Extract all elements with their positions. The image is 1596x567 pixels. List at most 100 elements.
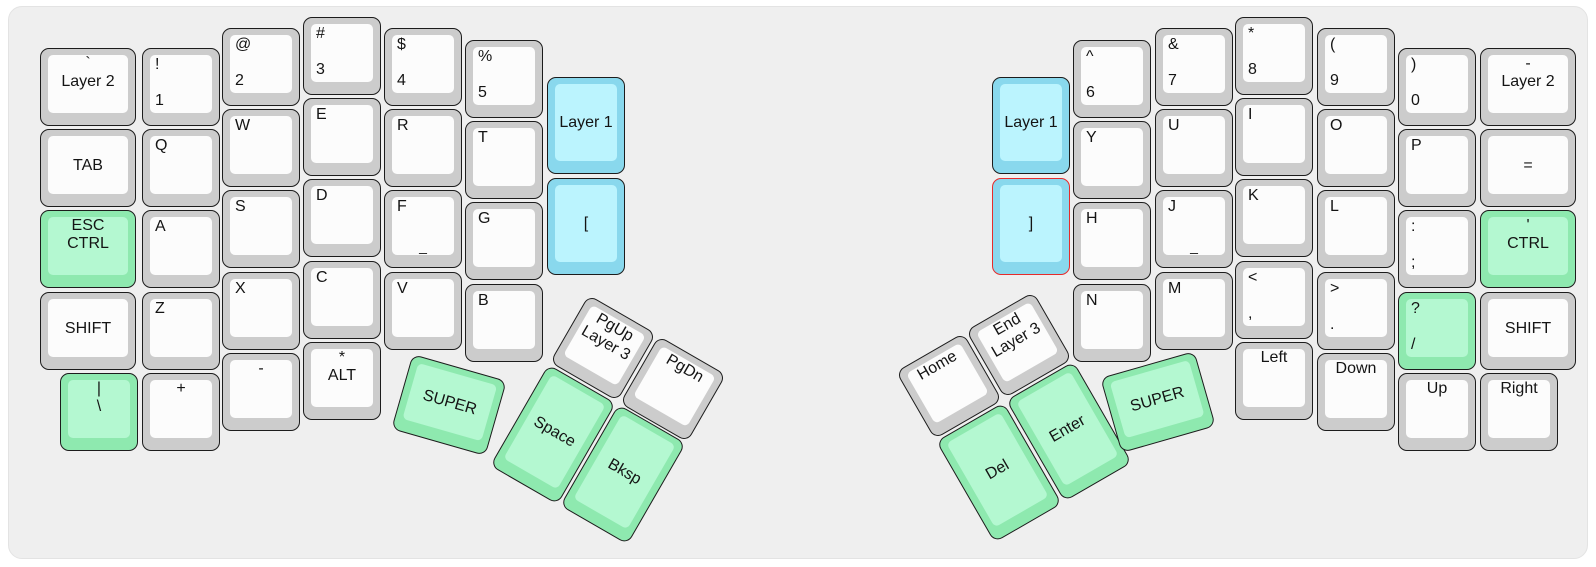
key-1[interactable]: !1 [142,48,220,126]
key-alt[interactable]: *ALT [303,342,381,420]
key-down-arrow[interactable]: Down [1317,353,1395,431]
key-7[interactable]: &7 [1155,28,1233,106]
key-h[interactable]: H [1073,202,1151,280]
key-s[interactable]: S [222,190,300,268]
key-m[interactable]: M [1155,272,1233,350]
keycap-face [1488,55,1568,113]
key-o[interactable]: O [1317,109,1395,187]
keycap-face [392,197,454,255]
keycap-face [230,35,292,93]
keycap-face [311,186,373,244]
keycap-face [1081,209,1143,267]
keycap-face [392,116,454,174]
key-period[interactable]: >. [1317,272,1395,350]
key-t[interactable]: T [465,121,543,199]
keycap-face [1081,47,1143,105]
key-d[interactable]: D [303,179,381,257]
key-left-arrow[interactable]: Left [1235,342,1313,420]
key-v[interactable]: V [384,272,462,350]
keycap-face [1488,380,1550,438]
keycap-face [150,217,212,275]
keycap-face [230,116,292,174]
keycap-face [1243,186,1305,244]
key-b[interactable]: B [465,284,543,362]
key-y[interactable]: Y [1073,121,1151,199]
key-right-arrow[interactable]: Right [1480,373,1558,451]
keycap-face [1406,217,1468,275]
keycap-face [1488,136,1568,194]
keycap-face [1109,359,1205,439]
key-x[interactable]: X [222,272,300,350]
key-q[interactable]: Q [142,129,220,207]
keycap-face [473,128,535,186]
keycap-face [150,380,212,438]
keycap-face [311,105,373,163]
key-shift-left[interactable]: SHIFT [40,292,136,370]
key-0[interactable]: )0 [1398,48,1476,126]
key-up-arrow[interactable]: Up [1398,373,1476,451]
keycap-face [1000,84,1062,161]
key-p[interactable]: P [1398,129,1476,207]
keycap-face [392,35,454,93]
key-tab[interactable]: TAB [40,129,136,207]
key-question-slash[interactable]: ?/ [1398,292,1476,370]
key-4[interactable]: $4 [384,28,462,106]
keycap-face [1325,279,1387,337]
key-l[interactable]: L [1317,190,1395,268]
key-e[interactable]: E [303,98,381,176]
key-quote-ctrl[interactable]: 'CTRL [1480,210,1576,288]
key-w[interactable]: W [222,109,300,187]
key-grave-layer2[interactable]: `Layer 2 [40,48,136,126]
key-8[interactable]: *8 [1235,17,1313,95]
key-u[interactable]: U [1155,109,1233,187]
key-pipe-backslash[interactable]: |\ [60,373,138,451]
key-f[interactable]: F_ [384,190,462,268]
keycap-face [1488,217,1568,275]
key-5[interactable]: %5 [465,40,543,118]
key-i[interactable]: I [1235,98,1313,176]
key-k[interactable]: K [1235,179,1313,257]
keycap-face [48,136,128,194]
key-r[interactable]: R [384,109,462,187]
key-n[interactable]: N [1073,284,1151,362]
key-j[interactable]: J_ [1155,190,1233,268]
key-shift-right[interactable]: SHIFT [1480,292,1576,370]
keycap-face [473,47,535,105]
keycap-face [1243,24,1305,82]
key-semicolon[interactable]: :; [1398,210,1476,288]
key-equals[interactable]: = [1480,129,1576,207]
keycap-face [555,185,617,262]
key-plus[interactable]: + [142,373,220,451]
keycap-face [1406,380,1468,438]
keycap-face [311,268,373,326]
key-9[interactable]: (9 [1317,28,1395,106]
keycap-face [473,291,535,349]
keycap-face [48,299,128,357]
key-a[interactable]: A [142,210,220,288]
keycap-face [555,84,617,161]
keycap-face [1325,35,1387,93]
keycap-face [1243,105,1305,163]
keycap-face [1325,197,1387,255]
keycap-face [402,362,498,442]
keycap-face [1406,299,1468,357]
key-close-bracket[interactable]: ] [992,178,1070,275]
keycap-face [1488,299,1568,357]
key-z[interactable]: Z [142,292,220,370]
key-layer1-left[interactable]: Layer 1 [547,77,625,174]
key-minus[interactable]: - [222,353,300,431]
key-minus-layer2[interactable]: -Layer 2 [1480,48,1576,126]
key-layer1-right[interactable]: Layer 1 [992,77,1070,174]
key-3[interactable]: #3 [303,17,381,95]
keycap-face [48,217,128,275]
key-c[interactable]: C [303,261,381,339]
keycap-face [150,55,212,113]
key-g[interactable]: G [465,202,543,280]
keycap-face [1243,268,1305,326]
keycap-face [311,24,373,82]
key-2[interactable]: @2 [222,28,300,106]
key-open-bracket[interactable]: [ [547,178,625,275]
key-6[interactable]: ^6 [1073,40,1151,118]
key-comma[interactable]: <, [1235,261,1313,339]
